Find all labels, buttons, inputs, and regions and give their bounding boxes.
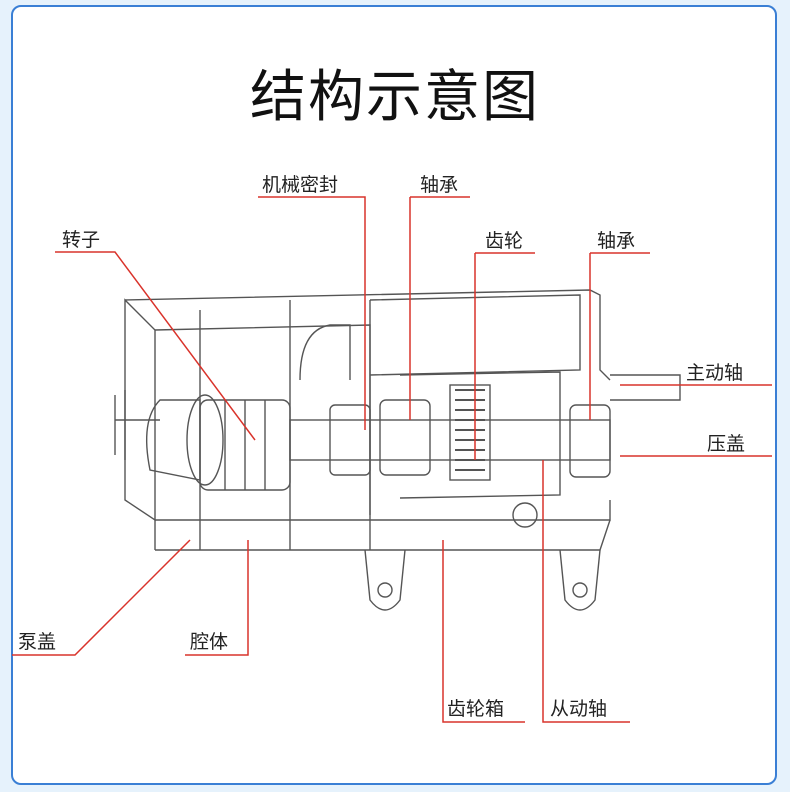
label-cavity: 腔体 — [190, 631, 229, 653]
label-gearbox: 齿轮箱 — [447, 698, 505, 720]
gear-teeth — [449, 384, 491, 481]
label-rotor: 转子 — [62, 229, 101, 251]
label-pump-cover: 泵盖 — [18, 631, 57, 653]
pump-body — [114, 289, 681, 611]
diagram-title: 结构示意图 — [250, 65, 540, 130]
label-bearing-right: 轴承 — [597, 230, 636, 252]
label-drive-shaft: 主动轴 — [686, 362, 744, 384]
label-mechanical-seal: 机械密封 — [262, 174, 339, 196]
label-gland: 压盖 — [707, 433, 746, 455]
label-driven-shaft: 从动轴 — [550, 698, 608, 720]
label-bearing-top: 轴承 — [420, 174, 459, 196]
diagram-frame — [11, 5, 777, 785]
label-gear: 齿轮 — [485, 230, 524, 252]
leader-lines — [12, 196, 772, 723]
